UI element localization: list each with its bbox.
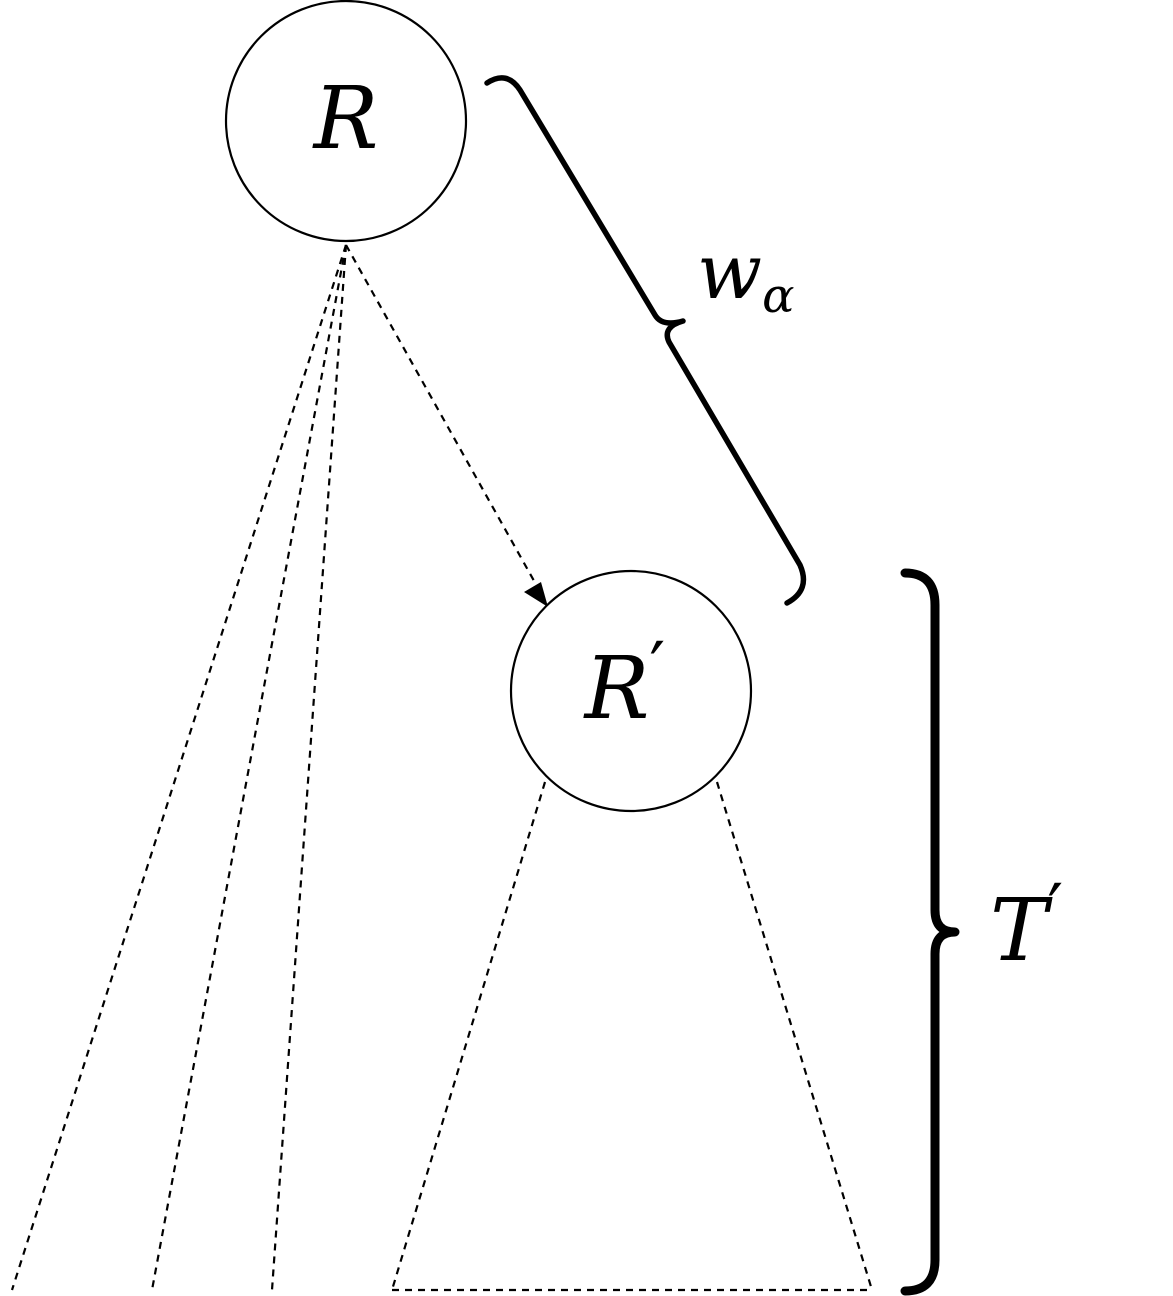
dashed-edge [270,244,348,1291]
root-to-child-arrow [345,244,548,607]
dashed-edge [150,244,348,1291]
dashed-edge [345,244,539,589]
weight-label: wα [697,227,794,324]
subtree-label-main: T [990,881,1053,981]
child-node-circle [509,569,753,813]
dashed-edge [390,781,547,1291]
subtree-brace [900,568,960,1296]
child-node: R′ [509,569,753,813]
dashed-edge [715,781,874,1291]
child-node-prime: ′ [649,627,665,709]
subtree-label: T′ [990,869,1063,981]
subtree-label-prime: ′ [1047,869,1063,951]
root-node-circle [224,0,468,243]
root-node-label: R [312,69,379,169]
child-node-label: R′ [583,627,666,739]
dashed-edge [10,244,348,1291]
root-node: R [224,0,468,243]
weight-brace [484,75,807,606]
child-node-letter: R [583,639,650,739]
weight-label-subscript: α [762,268,794,324]
weight-label-main: w [697,227,762,316]
child-subtree-triangle [390,781,874,1292]
arrowhead-icon [524,582,548,607]
root-subtree-edges [10,244,348,1291]
